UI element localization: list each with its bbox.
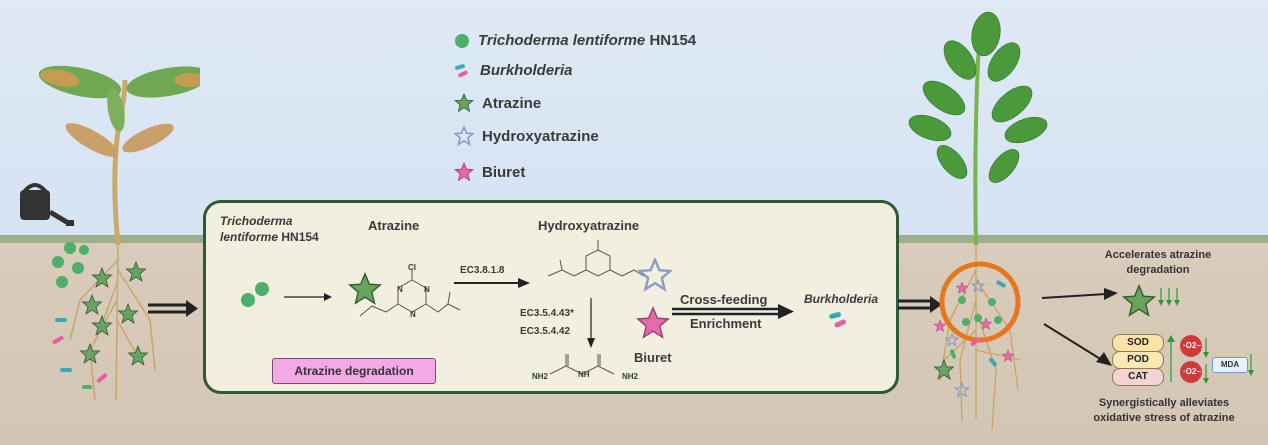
legend-biuret: Biuret bbox=[454, 162, 525, 182]
enzyme-ec3818: EC3.8.1.8 bbox=[460, 265, 505, 276]
hydroxyatrazine-structure bbox=[547, 240, 645, 277]
outcome-arrows bbox=[1041, 288, 1118, 366]
enrichment-label: Enrichment bbox=[690, 316, 762, 331]
double-arrow-to-plant bbox=[898, 296, 942, 313]
rhizosphere-highlight-circle bbox=[939, 261, 1021, 343]
superoxide-radicals bbox=[1180, 335, 1209, 384]
decrease-arrows-icon bbox=[1158, 288, 1180, 306]
cross-feeding-label: Cross-feeding bbox=[680, 292, 768, 307]
atrazine-degradation-badge: Atrazine degradation bbox=[272, 358, 436, 384]
biuret-nh: NH bbox=[578, 370, 590, 379]
hydroxyatrazine-star-icon bbox=[454, 126, 474, 146]
legend-hydroxyatrazine-label: Hydroxyatrazine bbox=[482, 127, 599, 145]
atrazine-n-atom-3: N bbox=[410, 310, 416, 319]
increase-arrows-icon bbox=[1167, 335, 1175, 382]
legend-hydroxyatrazine: Hydroxyatrazine bbox=[454, 126, 599, 146]
accelerates-note: Accelerates atrazine degradation bbox=[1098, 248, 1218, 278]
panel-biuret-title: Biuret bbox=[634, 350, 672, 365]
mda-decrease-arrow bbox=[1248, 354, 1254, 376]
legend-biuret-label: Biuret bbox=[482, 163, 526, 181]
trichoderma-spores bbox=[241, 282, 332, 307]
legend-atrazine-label: Atrazine bbox=[482, 94, 542, 112]
superoxide-label-2: ·O2− bbox=[1183, 367, 1202, 376]
synergy-line1: Synergistically alleviates bbox=[1098, 397, 1230, 409]
legend-burkholderia-label: Burkholderia bbox=[480, 62, 573, 79]
enzyme-ec35443: EC3.5.4.43* bbox=[520, 308, 574, 319]
burkholderia-bacteria-icon bbox=[829, 312, 846, 328]
biuret-nh2-right: NH2 bbox=[622, 372, 639, 381]
mda-box: MDA bbox=[1212, 357, 1248, 373]
biuret-star-icon bbox=[454, 162, 474, 182]
panel-organism-strain: HN154 bbox=[281, 230, 319, 244]
atrazine-structure bbox=[359, 270, 461, 317]
panel-atrazine-title: Atrazine bbox=[368, 218, 420, 233]
atrazine-n-atom-2: N bbox=[424, 285, 430, 294]
right-healthy-plant bbox=[908, 11, 1048, 431]
atrazine-star-icon bbox=[348, 272, 382, 305]
accelerates-line1: Accelerates atrazine bbox=[1104, 249, 1212, 261]
biuret-star-icon bbox=[636, 306, 670, 339]
biuret-nh2-left: NH2 bbox=[532, 372, 549, 381]
panel-organism-species: lentiforme bbox=[220, 230, 279, 244]
atrazine-n-atom-1: N bbox=[397, 285, 403, 294]
hydrolysis-arrow bbox=[454, 278, 530, 288]
pod-enzyme-box: POD bbox=[1112, 351, 1164, 369]
panel-hydroxyatrazine-title: Hydroxyatrazine bbox=[538, 218, 640, 233]
trichoderma-spore-icon bbox=[455, 33, 469, 48]
legend-atrazine: Atrazine bbox=[454, 93, 541, 113]
panel-burkholderia-label: Burkholderia bbox=[804, 292, 879, 306]
legend-burkholderia: Burkholderia bbox=[454, 62, 573, 79]
panel-organism-line1: Trichoderma bbox=[220, 214, 293, 228]
legend-trichoderma-strain: HN154 bbox=[649, 32, 697, 49]
synergy-line2: oxidative stress of atrazine bbox=[1093, 412, 1235, 424]
burkholderia-bacteria-icon bbox=[455, 63, 468, 77]
legend-trichoderma-name: Trichoderma lentiforme bbox=[478, 32, 646, 49]
enzyme-ec35442: EC3.5.4.42 bbox=[520, 326, 571, 337]
watering-can-icon bbox=[20, 183, 74, 227]
biuret-structure bbox=[549, 354, 615, 375]
hydroxyatrazine-star-icon bbox=[638, 258, 672, 292]
double-arrow-to-panel bbox=[148, 300, 198, 317]
legend-trichoderma: Trichoderma lentiforme HN154 bbox=[454, 32, 696, 49]
left-seedling-illustration bbox=[20, 65, 200, 401]
synergy-note: Synergistically alleviates oxidative str… bbox=[1076, 396, 1252, 426]
atrazine-cl-atom: Cl bbox=[408, 263, 416, 272]
accelerates-line2: degradation bbox=[1126, 264, 1190, 276]
cross-feeding-arrow bbox=[672, 304, 794, 319]
atrazine-star-icon bbox=[454, 93, 474, 113]
atrazine-star-icon bbox=[1122, 284, 1156, 317]
biuret-arrow bbox=[587, 298, 595, 348]
panel-organism-line2: lentiforme HN154 bbox=[220, 230, 319, 244]
superoxide-label-1: ·O2− bbox=[1183, 341, 1202, 350]
cat-enzyme-box: CAT bbox=[1112, 368, 1164, 386]
sod-enzyme-box: SOD bbox=[1112, 334, 1164, 352]
